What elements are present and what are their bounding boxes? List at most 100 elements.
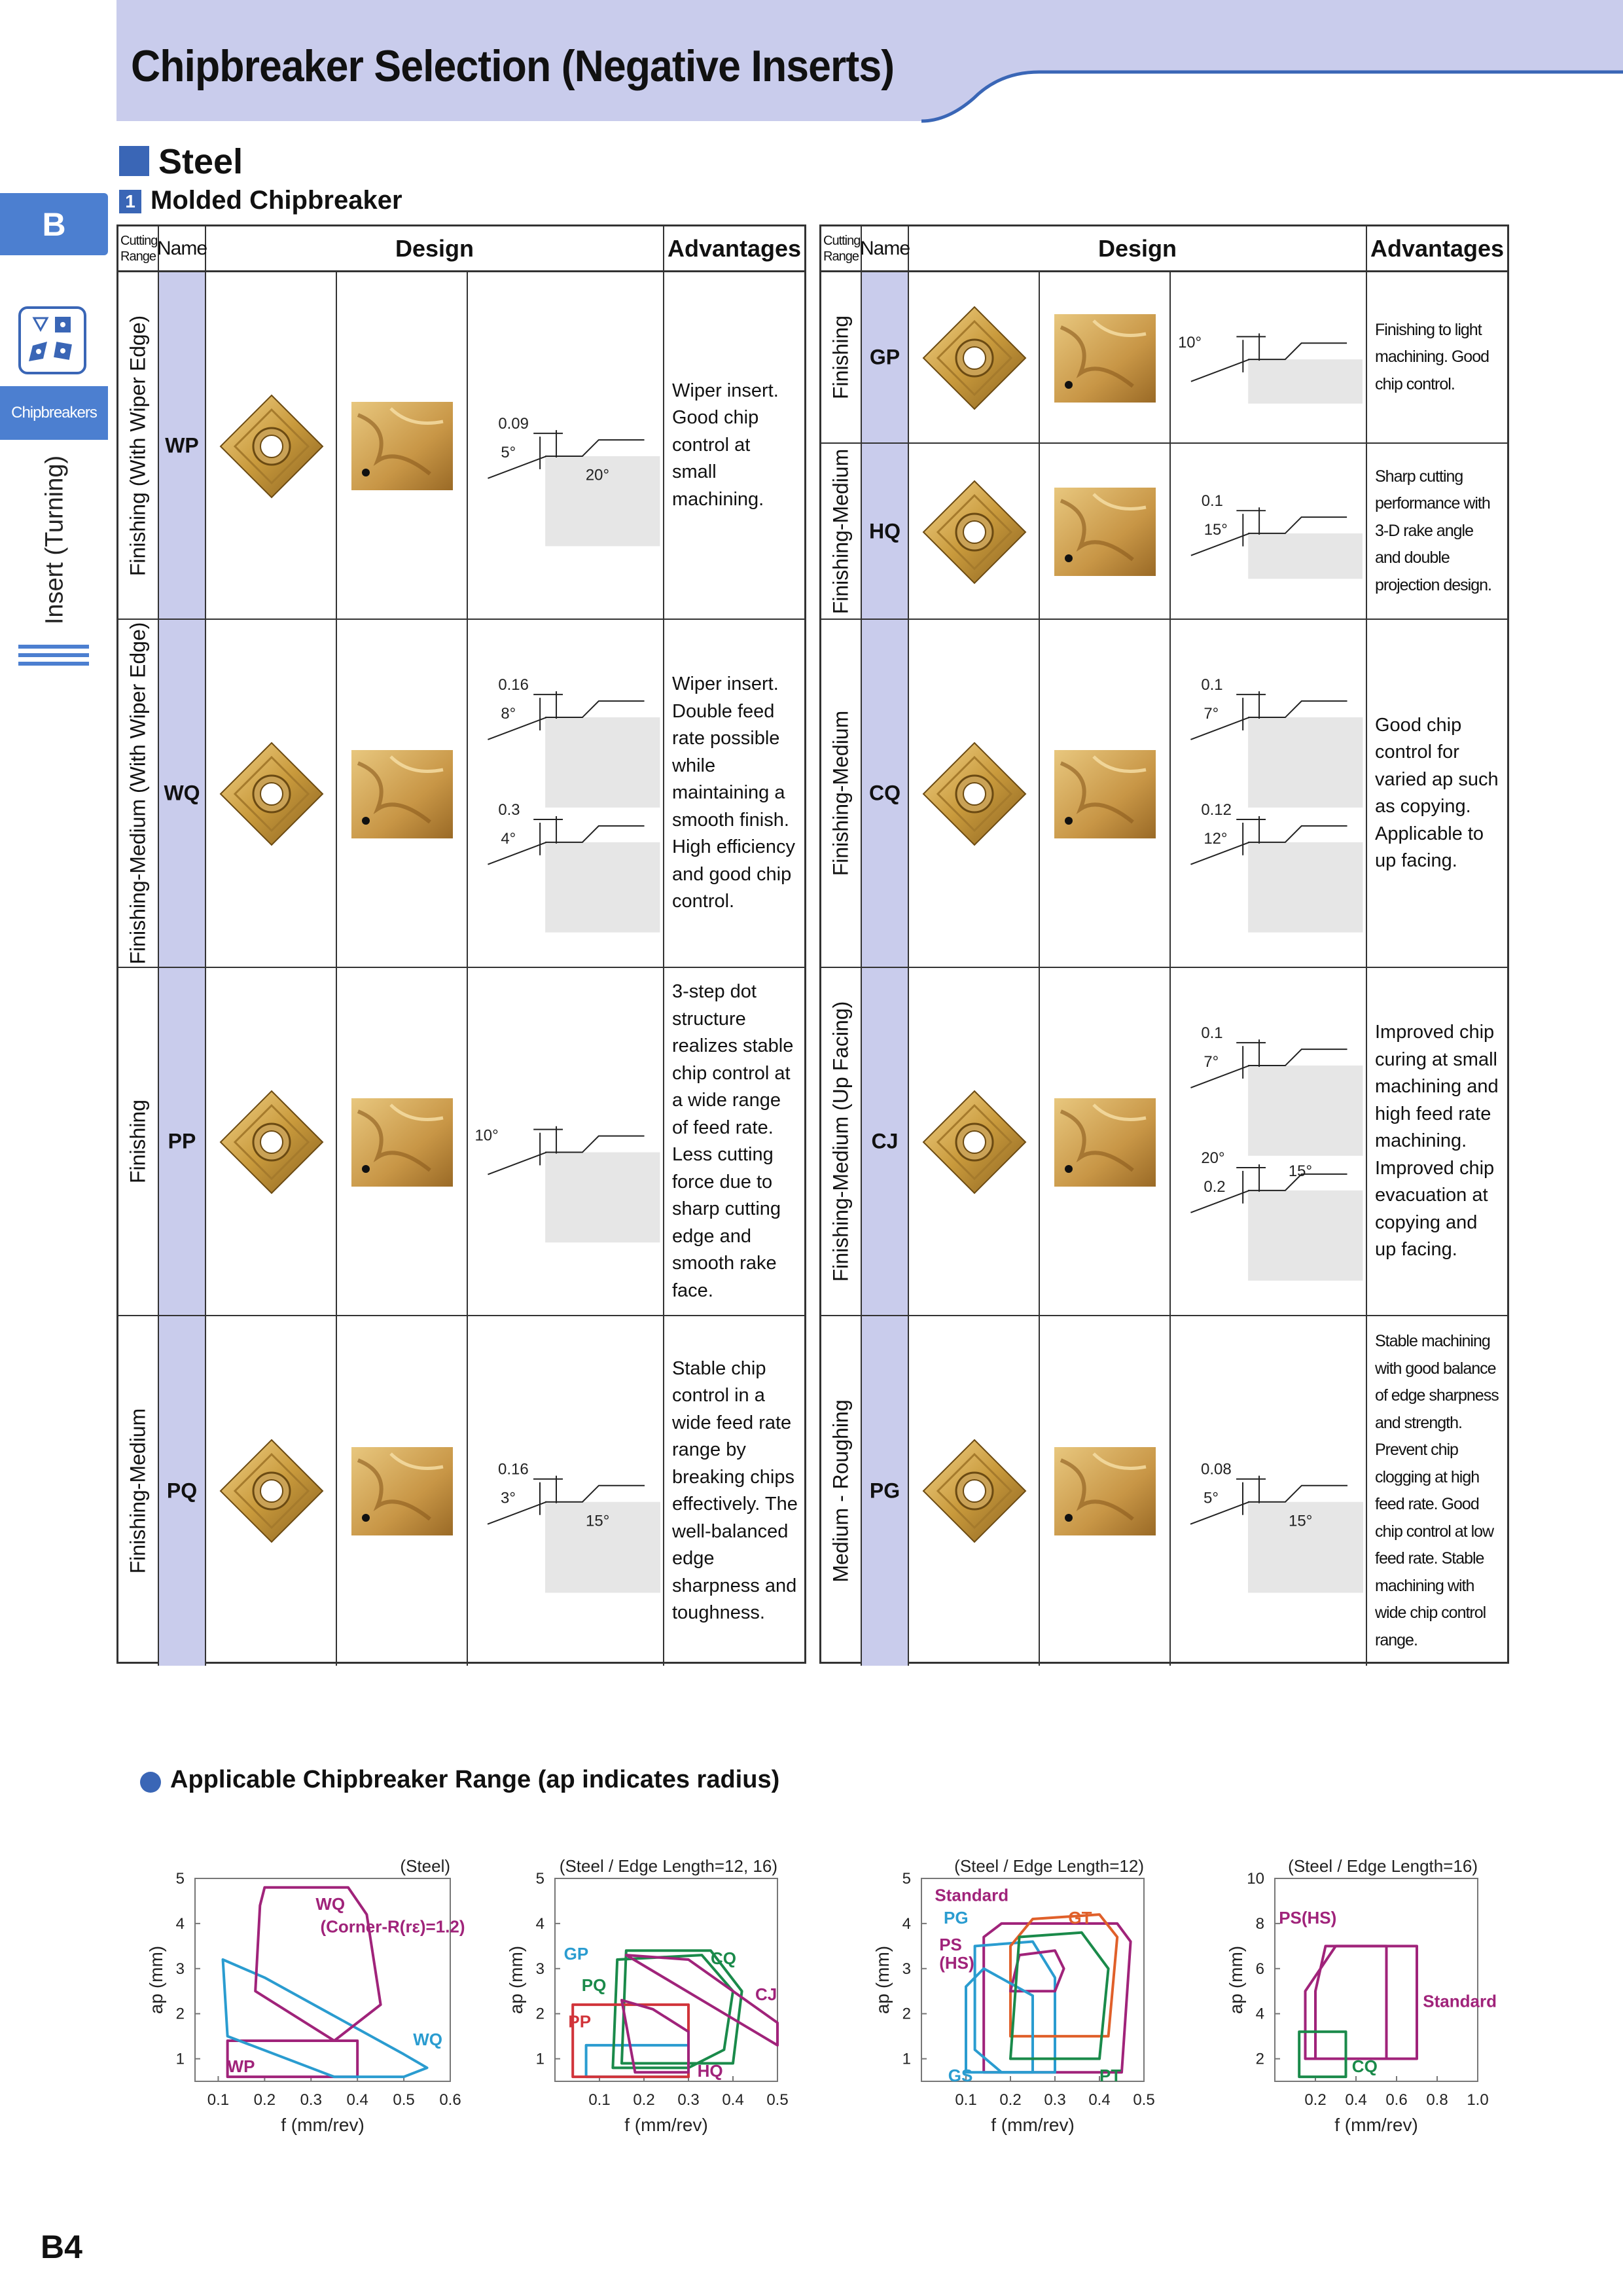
profile-label: 0.1 <box>1202 492 1223 510</box>
subsection-number: 1 <box>119 190 141 213</box>
profile-label: 0.09 <box>498 415 529 433</box>
y-axis-label: ap (mm) <box>1226 1946 1246 2014</box>
header-design: Design <box>206 226 664 270</box>
advantages-text: Wiper insert. Good chip control at small… <box>672 380 779 510</box>
x-tick-label: 0.5 <box>1133 2091 1154 2109</box>
header-name: Name <box>860 226 910 270</box>
insert-image <box>206 968 337 1315</box>
section-marker <box>119 146 149 176</box>
profile-label: 7° <box>1204 1053 1219 1071</box>
chipbreaker-photo <box>337 272 468 619</box>
x-tick-label: 0.5 <box>393 2091 414 2109</box>
profile-label: 0.12 <box>1201 801 1232 819</box>
profile-label: 20° <box>586 466 609 484</box>
chipbreaker-name: CJ <box>862 968 909 1315</box>
x-tick-label: 0.8 <box>1426 2091 1448 2109</box>
plot-frame <box>194 1878 451 2082</box>
series-label: CQ <box>711 1948 736 1968</box>
profile-label: 5° <box>501 444 516 461</box>
chipbreaker-name: PP <box>159 968 206 1315</box>
profile-label: 7° <box>1204 705 1219 723</box>
chipbreaker-name: WP <box>159 272 206 619</box>
insert-image <box>909 968 1040 1315</box>
y-tick-label: 3 <box>536 1960 544 1978</box>
side-section-label: Insert (Turning) <box>41 455 69 625</box>
profile-label: 0.1 <box>1201 676 1222 694</box>
y-tick-label: 2 <box>536 2005 544 2023</box>
side-decor-lines <box>18 645 89 670</box>
advantages-text: Improved chip curing at small machining … <box>1375 1022 1499 1261</box>
cutting-range: Finishing-Medium <box>821 444 862 619</box>
header-advantages: Advantages <box>667 234 802 262</box>
chipbreaker-name: GP <box>862 272 909 442</box>
x-tick-label: 0.2 <box>999 2091 1021 2109</box>
plot-frame <box>1274 1878 1478 2082</box>
cutting-range: Finishing-Medium (With Wiper Edge) <box>118 620 159 967</box>
cutting-range: Medium - Roughing <box>821 1316 862 1666</box>
range-area-hq <box>620 1999 690 2074</box>
y-tick-label: 3 <box>176 1960 185 1978</box>
x-tick-label: 0.1 <box>588 2091 610 2109</box>
edge-profile-diagram: 0.1 7° 0.12 12° <box>1171 620 1367 967</box>
profile-label: 0.3 <box>498 801 520 819</box>
x-tick-label: 0.3 <box>677 2091 699 2109</box>
profile-label: 15° <box>1289 1512 1312 1530</box>
chipbreaker-photo <box>1040 620 1171 967</box>
series-label: Standard <box>935 1885 1008 1905</box>
advantages-text: Good chip control for varied ap such as … <box>1375 714 1499 872</box>
section-title: Steel <box>158 142 243 181</box>
profile-label: 0.16 <box>498 676 529 694</box>
chipbreaker-photo <box>1040 272 1171 442</box>
advantages-text: Stable chip control in a wide feed rate … <box>672 1357 798 1624</box>
profile-label: 20° <box>1201 1149 1224 1167</box>
insert-image <box>909 1316 1040 1666</box>
cutting-range: Finishing <box>118 968 159 1315</box>
range-area-wp <box>226 2039 359 2079</box>
header-design: Design <box>909 226 1367 270</box>
profile-label: 3° <box>501 1490 516 1507</box>
series-label: CQ <box>1352 2056 1378 2076</box>
x-axis-label: f (mm/rev) <box>991 2115 1075 2135</box>
profile-label: 12° <box>1204 830 1227 848</box>
charts-title: Applicable Chipbreaker Range (ap indicat… <box>170 1766 780 1793</box>
series-label: PS(HS) <box>1279 1908 1336 1928</box>
y-tick-label: 4 <box>902 1915 911 1933</box>
edge-profile-diagram: 10° <box>1171 272 1367 442</box>
series-label: HQ <box>698 2061 723 2081</box>
x-tick-label: 0.4 <box>1088 2091 1110 2109</box>
chart-title: (Steel / Edge Length=12) <box>954 1856 1144 1876</box>
range-area-cq <box>620 1949 743 2065</box>
chipbreaker-name: CQ <box>862 620 909 967</box>
edge-profile-diagram: 10° <box>468 968 664 1315</box>
insert-image <box>206 1316 337 1666</box>
range-area-wq-corner-r-r-1-2- <box>254 1886 382 2042</box>
y-tick-label: 4 <box>536 1915 544 1933</box>
series-label: WP <box>228 2056 255 2076</box>
series-label: (HS) <box>939 1953 974 1973</box>
series-label: PS <box>939 1935 962 1954</box>
range-area-standard <box>982 1922 1132 2074</box>
y-tick-label: 5 <box>176 1870 185 1888</box>
page-number: B4 <box>41 2229 82 2265</box>
x-tick-label: 1.0 <box>1467 2091 1488 2109</box>
x-tick-label: 0.1 <box>207 2091 229 2109</box>
header-wedge <box>921 70 1623 123</box>
chipbreakers-tab[interactable]: Chipbreakers <box>0 386 108 440</box>
series-label: Standard <box>1423 1991 1497 2011</box>
cutting-range: Finishing-Medium <box>118 1316 159 1666</box>
